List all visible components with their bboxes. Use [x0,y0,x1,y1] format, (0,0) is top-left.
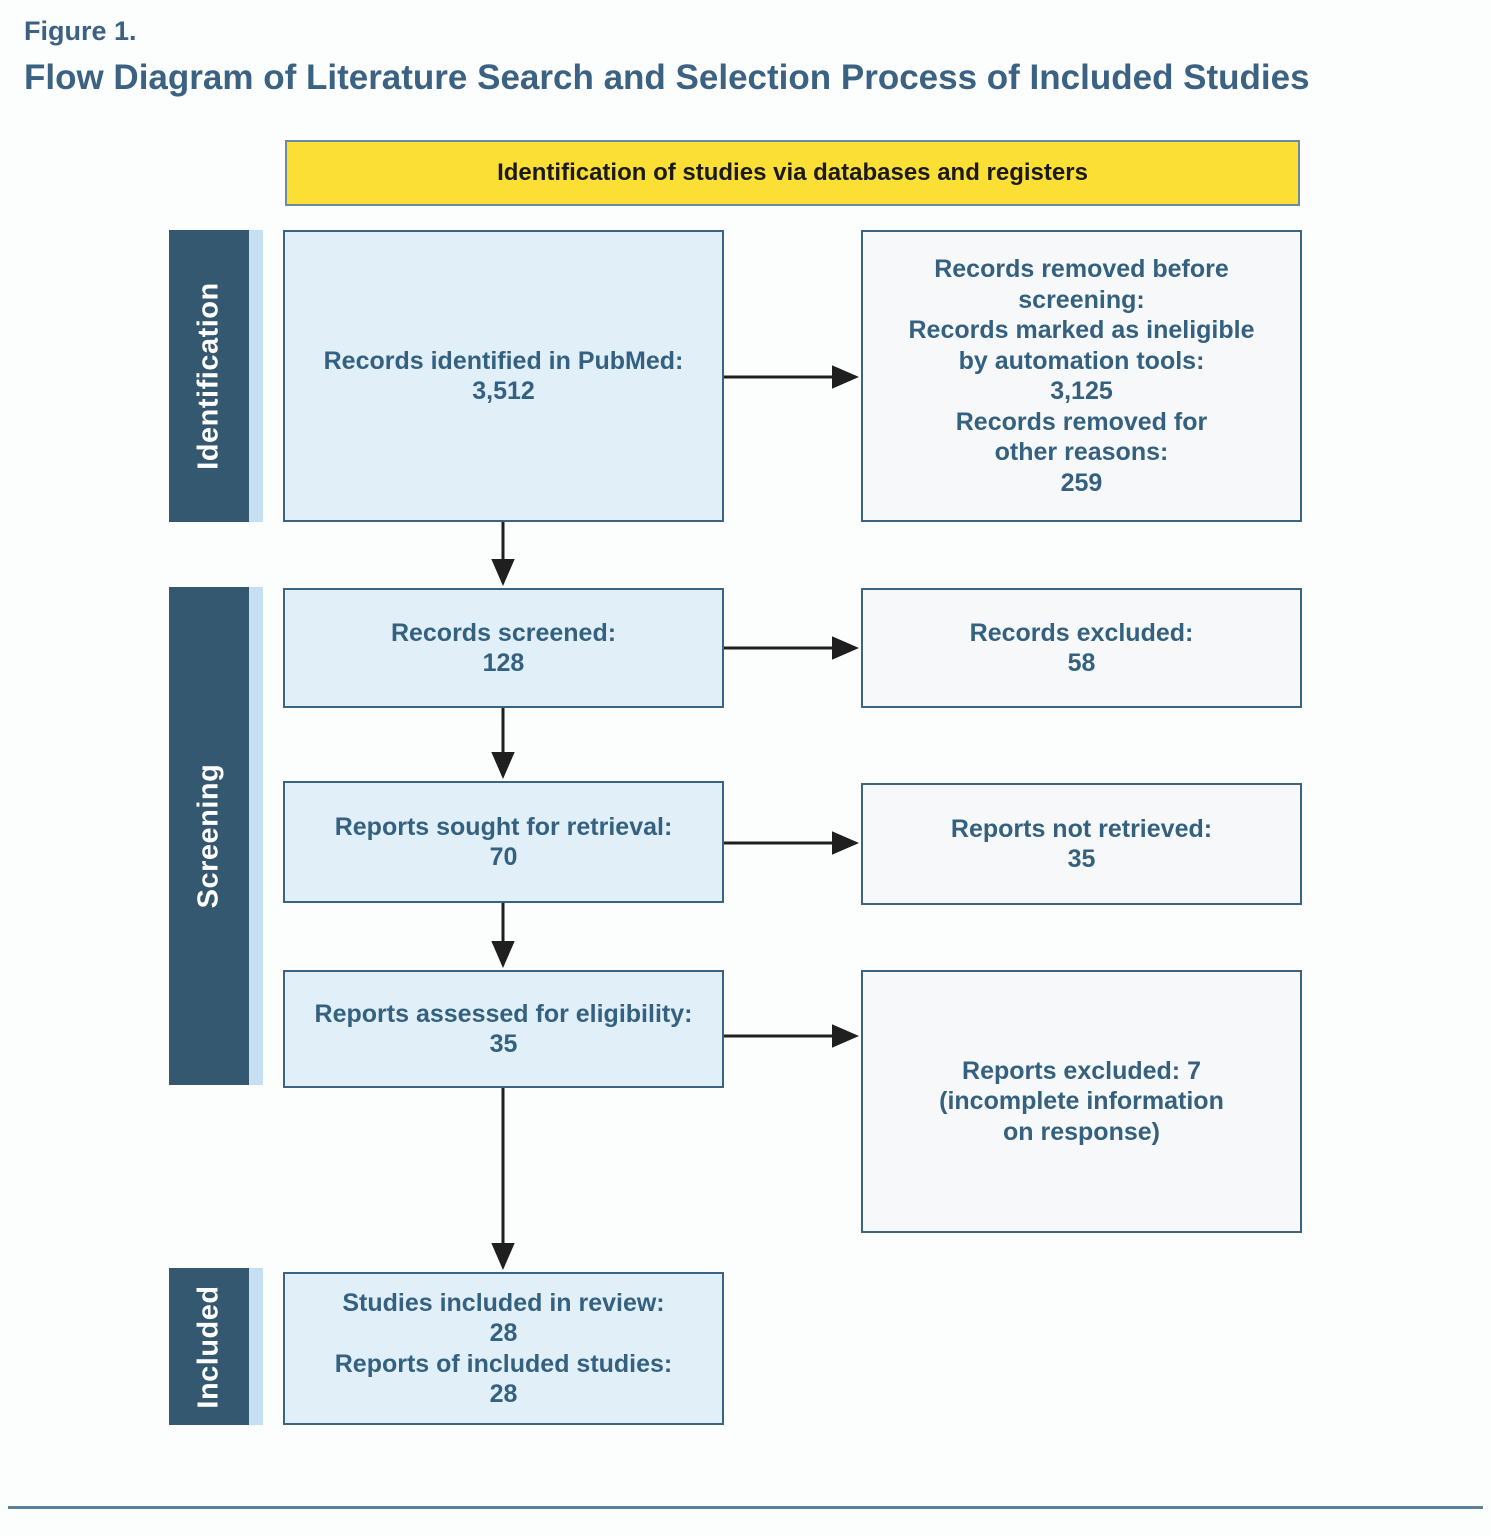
stage-band-included: Included [169,1268,249,1425]
node-studies-included-text: Studies included in review: 28 Reports o… [334,1288,673,1409]
node-reports-assessed-text: Reports assessed for eligibility: 35 [314,999,693,1059]
node-reports-not-retrieved-text: Reports not retrieved: 35 [950,814,1213,874]
node-reports-excluded: Reports excluded: 7 (incomplete informat… [861,970,1302,1233]
node-reports-excluded-text: Reports excluded: 7 (incomplete informat… [939,1056,1224,1146]
node-records-screened-text: Records screened: 128 [390,618,617,678]
node-reports-sought: Reports sought for retrieval: 70 [283,781,724,903]
stage-label-identification: Identification [192,282,225,470]
node-studies-included: Studies included in review: 28 Reports o… [283,1272,724,1425]
node-records-screened: Records screened: 128 [283,588,724,708]
stage-strip-screening [249,587,263,1085]
page-title: Flow Diagram of Literature Search and Se… [24,58,1310,97]
identification-banner: Identification of studies via databases … [285,140,1300,206]
node-records-identified: Records identified in PubMed: 3,512 [283,230,724,522]
node-records-excluded: Records excluded: 58 [861,588,1302,708]
footer-divider [8,1506,1483,1509]
node-records-removed-text: Records removed before screening: Record… [908,255,1255,497]
node-reports-sought-text: Reports sought for retrieval: 70 [334,812,673,872]
stage-strip-identification [249,230,263,522]
figure-label: Figure 1. [24,16,137,46]
node-reports-assessed: Reports assessed for eligibility: 35 [283,970,724,1088]
node-records-excluded-text: Records excluded: 58 [969,618,1194,678]
node-records-removed: Records removed before screening: Record… [861,230,1302,522]
stage-label-included: Included [192,1284,225,1409]
identification-banner-label: Identification of studies via databases … [497,159,1088,186]
stage-band-identification: Identification [169,230,249,522]
stage-label-screening: Screening [192,763,225,909]
stage-strip-included [249,1268,263,1425]
node-reports-not-retrieved: Reports not retrieved: 35 [861,783,1302,905]
stage-band-screening: Screening [169,587,249,1085]
node-records-identified-text: Records identified in PubMed: 3,512 [323,346,684,406]
